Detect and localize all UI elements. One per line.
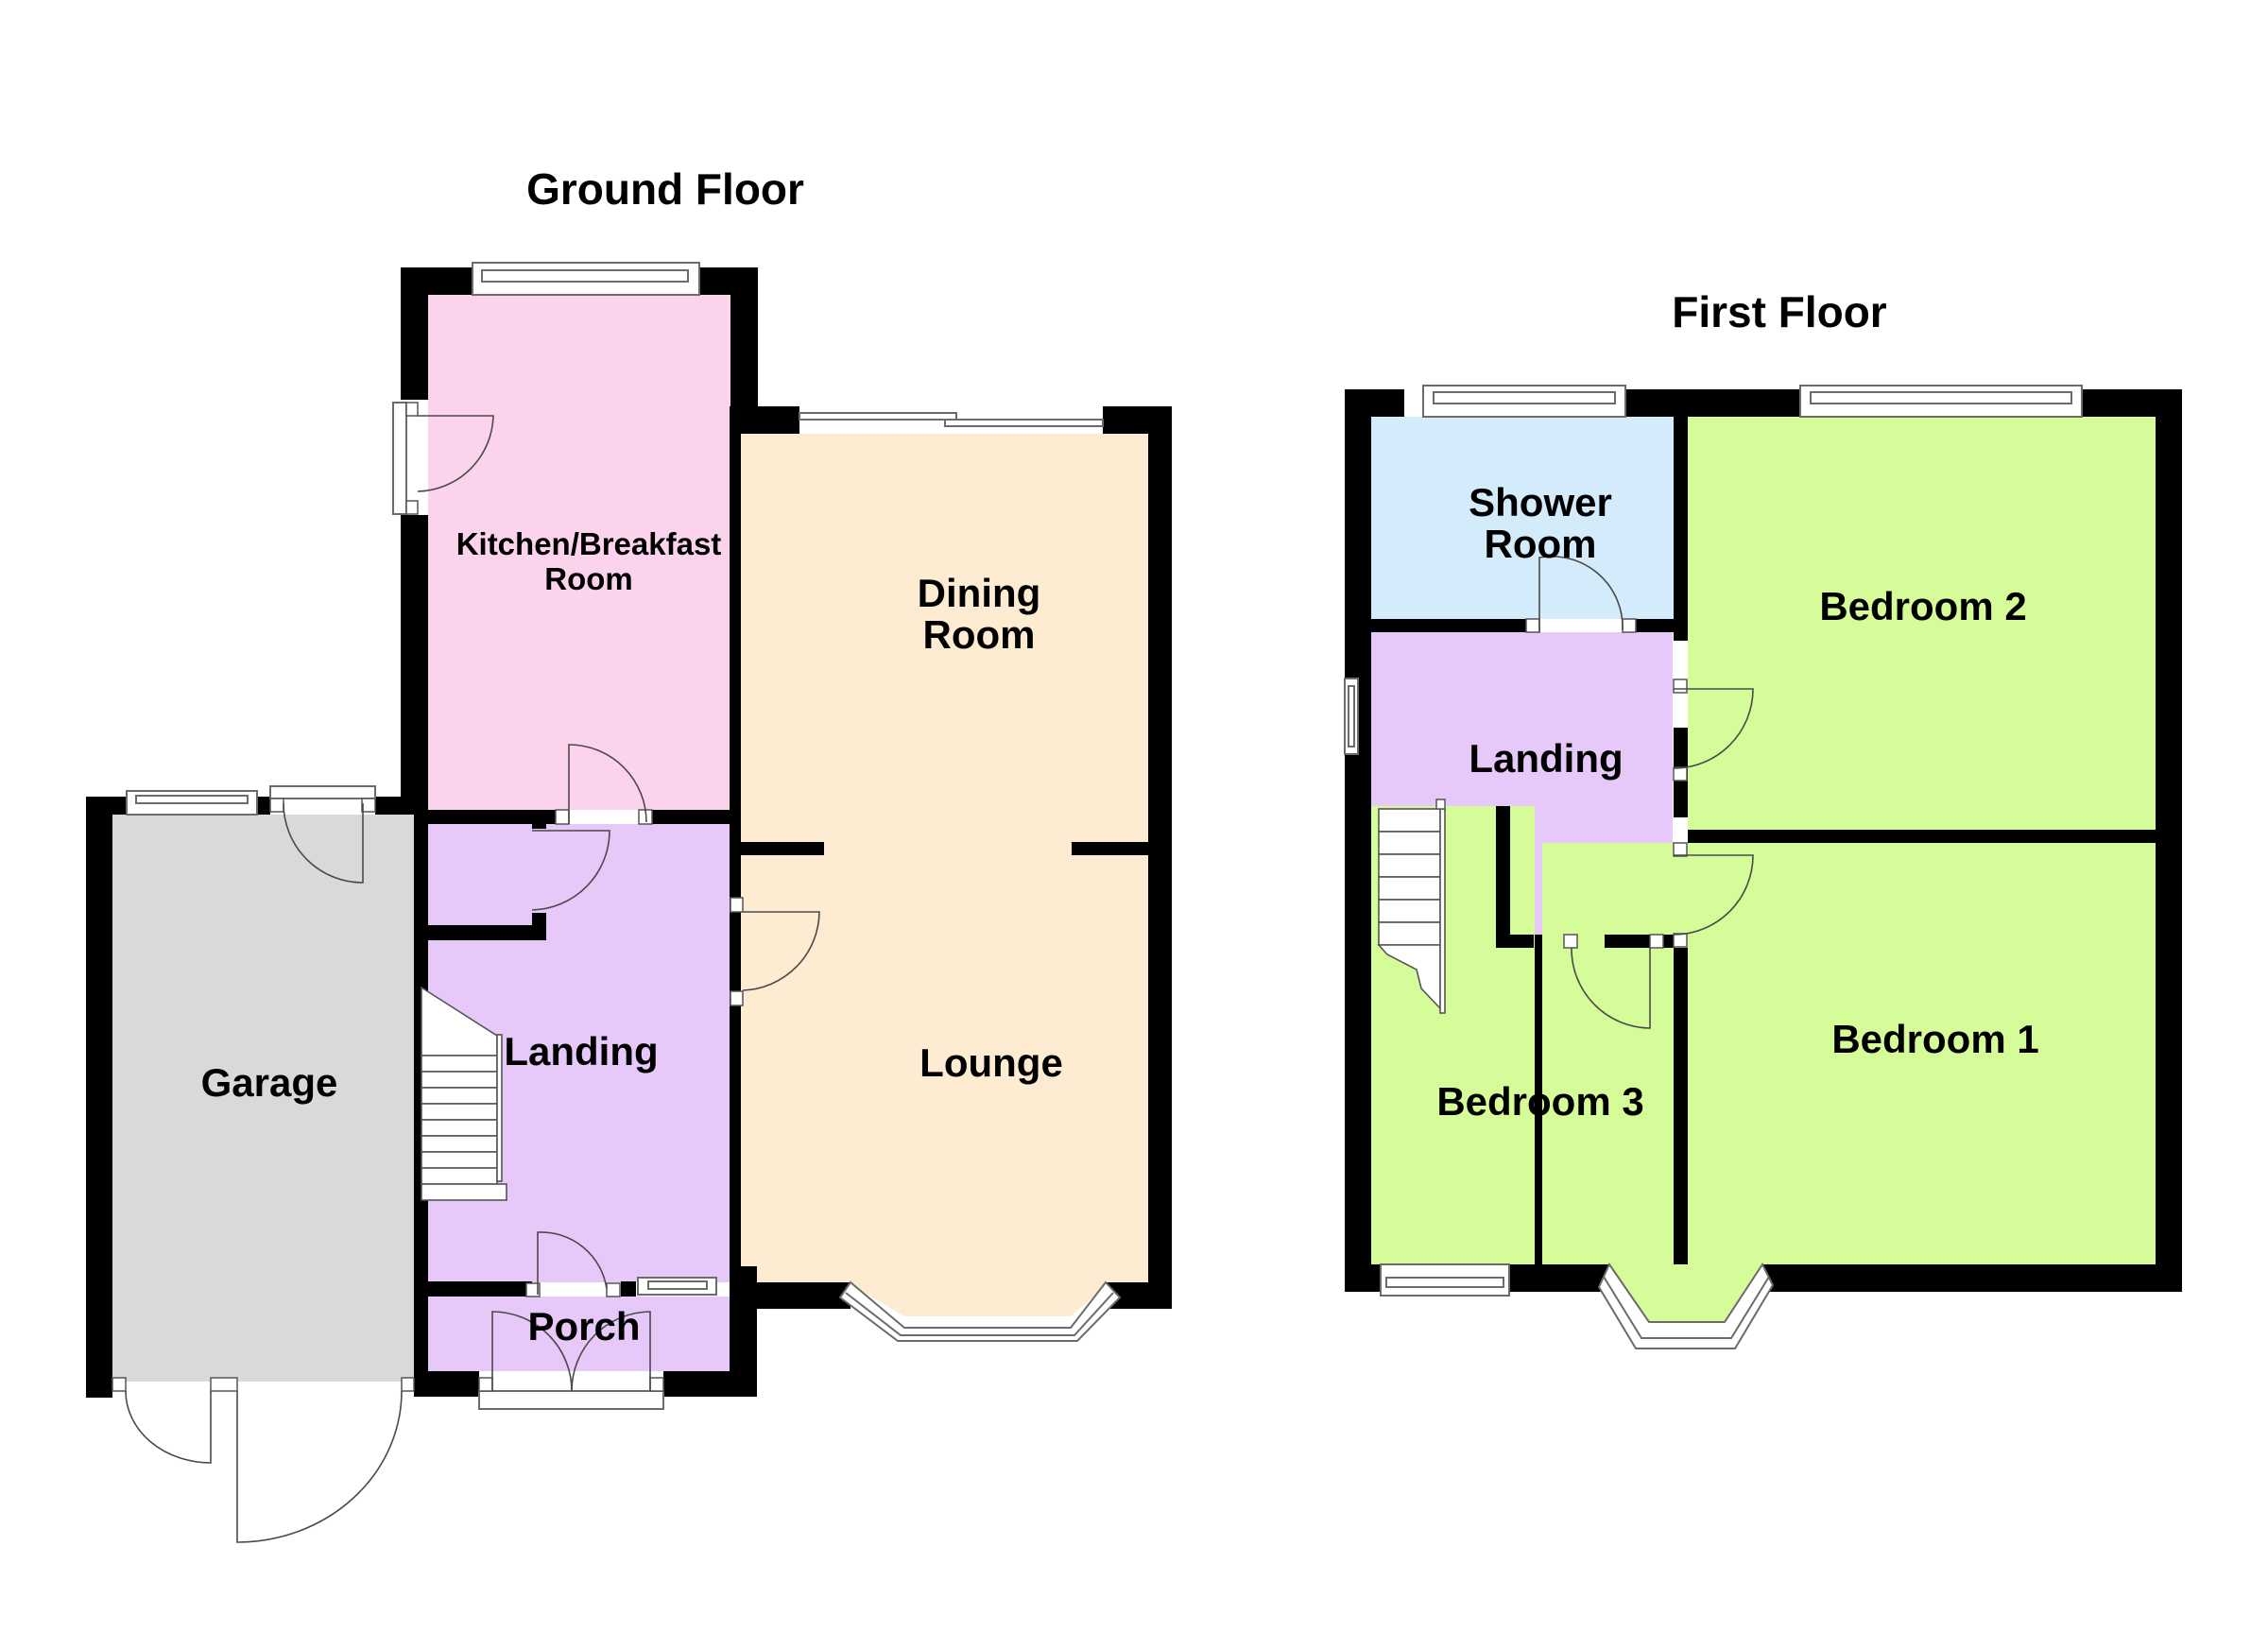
bedroom1-label: Bedroom 1 [1831, 1017, 2038, 1061]
kitchen-floor [428, 295, 730, 810]
wall [1635, 619, 1674, 632]
wall [532, 913, 546, 940]
wall [1345, 389, 1371, 1292]
wall [663, 1371, 757, 1397]
kitchen-window [472, 262, 700, 296]
wall [1148, 406, 1172, 1309]
shower-room-floor [1371, 417, 1674, 619]
wall [1509, 1264, 1609, 1292]
wall [1674, 948, 1688, 1264]
wall [257, 797, 270, 815]
wall [1371, 619, 1533, 632]
wall [1535, 935, 1542, 1264]
shower-room-window [1422, 385, 1626, 418]
wall [428, 810, 560, 824]
dining-patio-doors [799, 412, 1104, 427]
bedroom2-window [1799, 385, 2083, 418]
hall-window [637, 1277, 717, 1296]
first-floor-stairs [1377, 799, 1446, 1014]
wall [1345, 389, 1404, 417]
wall [1072, 842, 1148, 855]
wall [1688, 830, 2156, 843]
lounge-bay-window [838, 1280, 1122, 1342]
wall [428, 925, 546, 940]
kitchen-door [555, 744, 653, 825]
wall [741, 406, 799, 434]
wall [86, 797, 127, 815]
wall [401, 515, 428, 810]
bedroom1-door [1673, 842, 1754, 948]
cupboard-door [531, 830, 610, 911]
first-floor: First Floor [1344, 287, 2182, 1349]
wall [730, 406, 741, 1309]
wall [1625, 389, 1800, 417]
bedroom1-bay-floor [1609, 1264, 1762, 1322]
first-floor-title: First Floor [1672, 287, 1887, 336]
bedroom2-floor [1688, 417, 2156, 830]
bedroom2-door [1673, 678, 1754, 782]
wall [2156, 389, 2182, 1292]
kitchen-side-door [392, 402, 494, 515]
wall [621, 1281, 636, 1297]
wall [2082, 389, 2182, 417]
lounge-bay-floor [847, 1282, 1110, 1316]
garage-window [126, 790, 258, 816]
garage-rear-door [269, 785, 376, 884]
kitchen-label-line1: Kitchen/Breakfast [456, 526, 722, 561]
dining-label-line2: Room [923, 612, 1036, 657]
bedroom2-label: Bedroom 2 [1819, 584, 2026, 628]
wall [1496, 806, 1510, 948]
ground-floor-title: Ground Floor [526, 164, 804, 214]
shower-room-label-line2: Room [1485, 522, 1597, 566]
shower-room-label-line1: Shower [1469, 480, 1612, 524]
landing-window [1344, 678, 1359, 755]
wall [86, 797, 112, 1398]
wall [375, 797, 427, 815]
bedroom1-bay-window [1597, 1262, 1775, 1349]
garage-label: Garage [201, 1060, 338, 1105]
kitchen-label-line2: Room [544, 561, 633, 596]
wall [401, 267, 472, 295]
wall [730, 267, 758, 419]
wall [428, 1281, 532, 1297]
garage-doors [112, 1377, 415, 1543]
hall-label: Landing [504, 1029, 658, 1074]
bedroom3-window [1380, 1263, 1510, 1297]
porch-front-doors [478, 1311, 664, 1410]
wall [414, 1371, 479, 1397]
garage-floor [112, 815, 414, 1382]
wall [1496, 935, 1534, 948]
wall [1762, 1264, 2182, 1292]
bedroom3-label: Bedroom 3 [1436, 1079, 1643, 1124]
wall [1345, 1264, 1381, 1292]
lounge-label: Lounge [919, 1040, 1063, 1085]
wall [532, 816, 546, 829]
porch-label: Porch [527, 1304, 640, 1348]
lounge-door [730, 897, 820, 1006]
porch-inner-door [525, 1231, 621, 1297]
bedroom3-floor-b [1510, 935, 1535, 1264]
wall [646, 810, 730, 824]
shower-room-door [1525, 556, 1637, 633]
wall [741, 842, 824, 855]
wall [1674, 417, 1688, 641]
ground-floor-stairs [421, 986, 507, 1201]
bedroom3-door [1563, 934, 1664, 1029]
first-landing-label: Landing [1469, 736, 1623, 781]
dining-lounge-floor [741, 434, 1148, 1284]
ground-floor: Ground Floor [86, 164, 1172, 1543]
dining-label-line1: Dining [918, 571, 1041, 615]
bedroom1-floor [1542, 843, 2156, 1264]
